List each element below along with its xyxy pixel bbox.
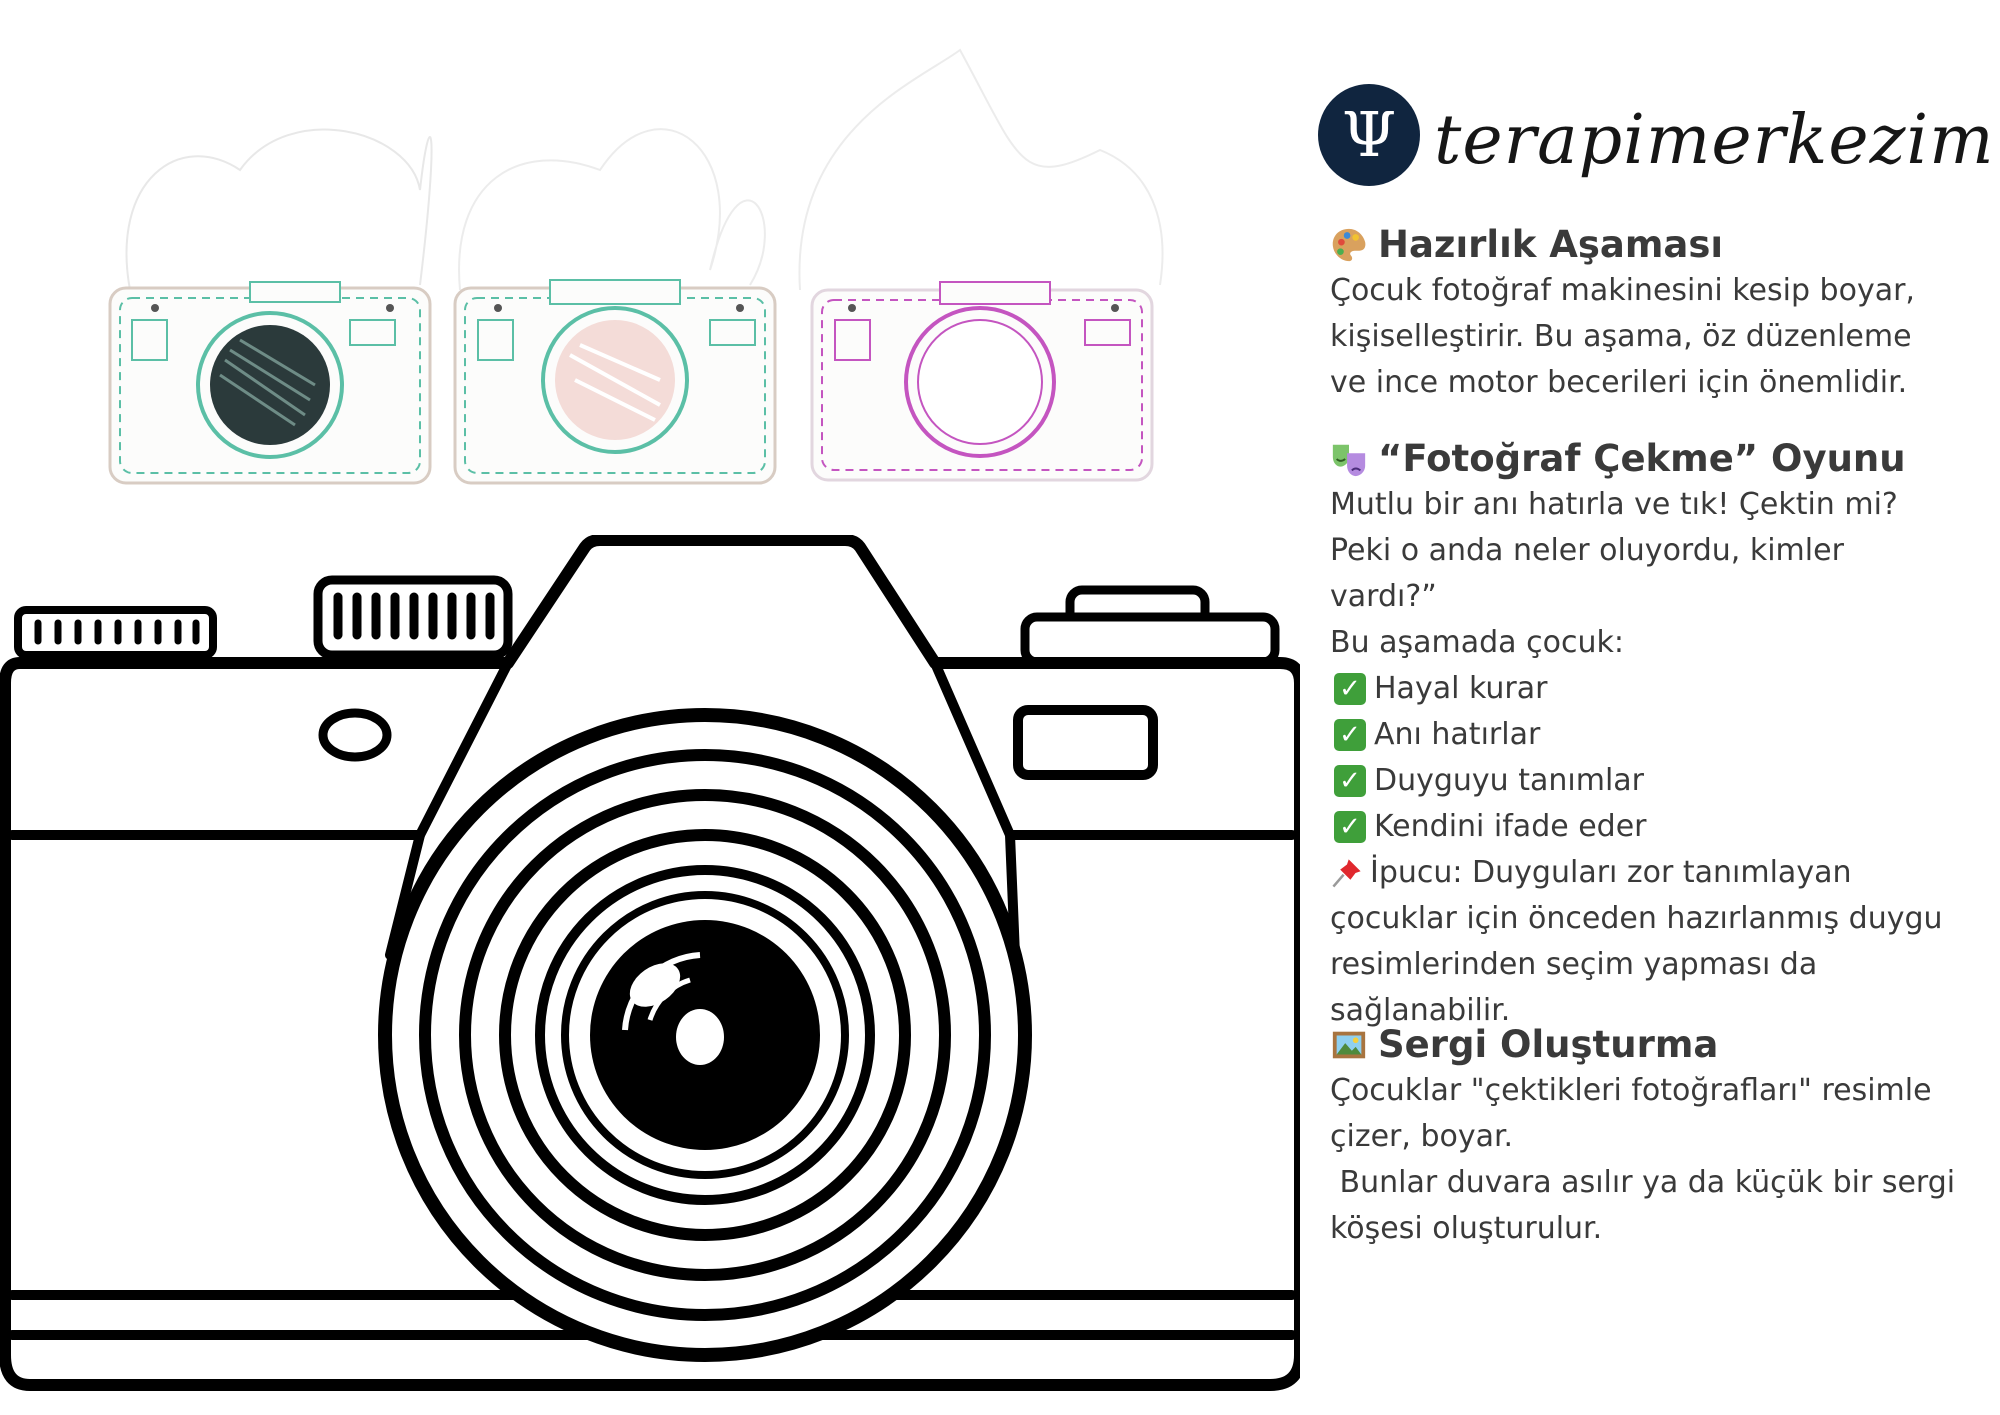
check-mark-icon: ✓ (1334, 811, 1366, 843)
checklist-item: ✓ Kendini ifade eder (1330, 804, 1995, 850)
activity-steps: Hazırlık Aşaması Çocuk fotoğraf makinesi… (1330, 222, 1995, 1246)
section-exhibition: Sergi Oluşturma Çocuklar "çektikleri fot… (1330, 1022, 1995, 1252)
brand-name: terapimerkezim (1434, 100, 1995, 180)
psi-logo-icon: Ψ (1318, 84, 1420, 186)
section-body: Mutlu bir anı hatırla ve tık! Çektin mi?… (1330, 482, 1995, 1034)
palette-icon (1332, 228, 1366, 262)
check-mark-icon: ✓ (1334, 765, 1366, 797)
section-body: Çocuklar "çektikleri fotoğrafları" resim… (1330, 1073, 1956, 1246)
section-title: Hazırlık Aşaması (1330, 222, 1995, 268)
check-mark-icon: ✓ (1334, 719, 1366, 751)
tip: İpucu: Duyguları zor tanımlayan (1330, 850, 1995, 896)
check-mark-icon: ✓ (1334, 673, 1366, 705)
theater-masks-icon (1332, 444, 1366, 477)
craft-cameras-photo (108, 48, 1164, 485)
checklist-item: ✓ Hayal kurar (1330, 666, 1995, 712)
section-preparation: Hazırlık Aşaması Çocuk fotoğraf makinesi… (1330, 222, 1995, 406)
framed-picture-icon (1332, 1031, 1366, 1059)
section-title: Sergi Oluşturma (1330, 1022, 1995, 1068)
checklist-item: ✓ Duyguyu tanımlar (1330, 758, 1995, 804)
brand-logo: Ψ terapimerkezim (1318, 80, 1995, 190)
checklist-item: ✓ Anı hatırlar (1330, 712, 1995, 758)
craft-camera-1 (108, 281, 432, 485)
pushpin-icon (1332, 859, 1361, 888)
section-title: “Fotoğraf Çekme” Oyunu (1330, 436, 1995, 482)
craft-camera-2 (453, 279, 777, 485)
camera-line-art (0, 535, 1300, 1391)
craft-camera-3 (810, 281, 1154, 482)
section-photo-game: “Fotoğraf Çekme” Oyunu Mutlu bir anı hat… (1330, 436, 1995, 1034)
section-body: Çocuk fotoğraf makinesini kesip boyar, k… (1330, 273, 1915, 400)
